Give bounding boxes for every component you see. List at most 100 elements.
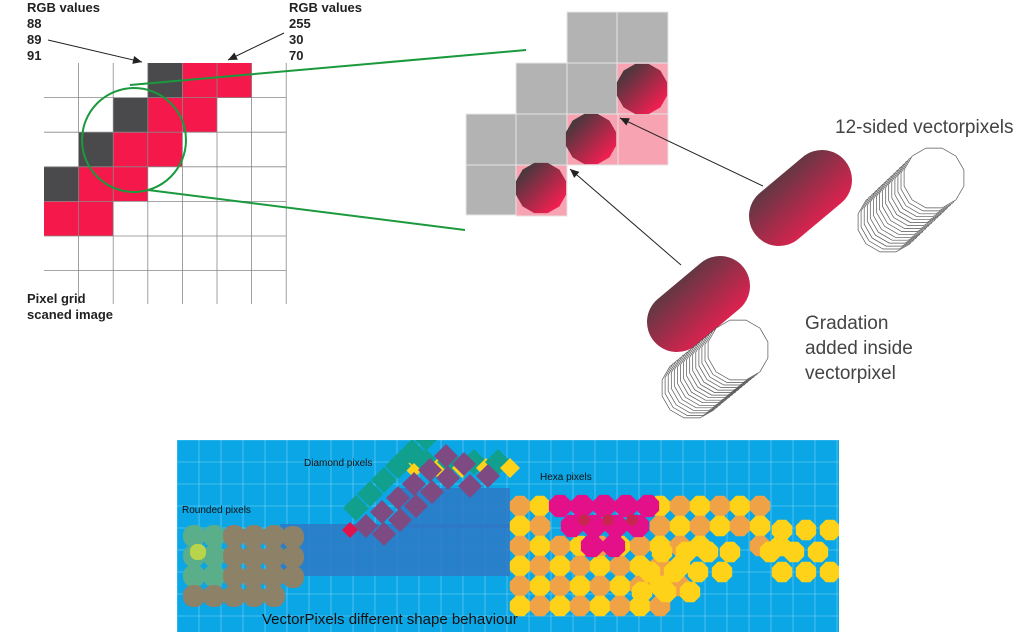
hexa-pixel — [651, 541, 673, 563]
dark-pixel — [113, 97, 148, 133]
hexa-pixel — [819, 519, 839, 541]
hexa-pixel — [529, 495, 551, 517]
diamond-pixel — [385, 453, 411, 479]
hexa-pixel — [549, 595, 571, 617]
hexa-pixel — [592, 494, 616, 518]
hexa-pixel — [687, 561, 709, 583]
blue-band — [280, 524, 510, 576]
hexa-pixel — [626, 514, 638, 526]
hexa-pixel — [795, 519, 817, 541]
hexa-pixel — [609, 595, 631, 617]
hexa-pixel — [549, 555, 571, 577]
rounded-pixel — [223, 545, 245, 567]
red-pixel — [44, 201, 79, 236]
hexa-pixel — [549, 535, 571, 557]
gradient-vectorpixel — [565, 113, 617, 165]
hexa-pixel — [669, 515, 691, 537]
hexa-pixel — [609, 555, 631, 577]
hexa-pixel — [771, 561, 793, 583]
hexa-pixel — [689, 515, 711, 537]
hexa-pixel — [602, 534, 626, 558]
hexa-pixel — [783, 541, 805, 563]
hexa-pixel — [697, 541, 719, 563]
diamond-pixel — [371, 467, 397, 493]
hexa-pixel — [709, 495, 731, 517]
diamond-pixel — [476, 464, 500, 488]
hexa-pixel — [529, 515, 551, 537]
gradient-pill — [748, 150, 852, 247]
zoomed-pixels — [465, 11, 669, 217]
hexa-pixel — [589, 595, 611, 617]
dark-pixel — [78, 132, 114, 167]
hexa-pixel — [548, 494, 572, 518]
hexa-pixel — [759, 541, 781, 563]
hexa-pixel — [589, 555, 611, 577]
hexa-pixel — [675, 541, 697, 563]
vectorpixel-pills — [647, 147, 965, 419]
pointer-arrow-head — [620, 118, 630, 126]
hexa-pixel — [749, 495, 771, 517]
hexa-pixel — [689, 495, 711, 517]
hexa-pixel — [570, 494, 594, 518]
zoom-line — [147, 189, 466, 231]
rgb-left-arrow-head — [132, 56, 142, 64]
hexa-pixel — [709, 515, 731, 537]
pointer-arrow — [619, 117, 764, 187]
diamond-pixel — [434, 444, 458, 468]
wireframe-vectorpixel-stack — [903, 147, 965, 209]
rounded-pixel — [203, 585, 225, 607]
hexa-pixel — [711, 561, 733, 583]
gradient-vectorpixel — [616, 63, 668, 115]
rgb-right-label: RGB values 255 30 70 — [289, 0, 362, 63]
rounded-pixel — [203, 565, 225, 587]
hexa-pixel — [569, 575, 591, 597]
hexa-pixel — [636, 494, 660, 518]
rgb-right-arrow — [227, 32, 285, 61]
hexa-pixel — [509, 595, 531, 617]
diamond-pixel — [436, 466, 460, 490]
red-pixel — [78, 201, 114, 236]
gray-pixel — [566, 11, 619, 64]
red-pixel — [147, 97, 183, 133]
twelve-sided-label: 12-sided vectorpixels — [835, 117, 1014, 138]
gradation-label: Gradation added inside vectorpixel — [805, 313, 913, 384]
shape-behaviour-panel — [177, 440, 839, 632]
diamond-pixel — [415, 440, 437, 451]
hexa-pixel — [529, 595, 551, 617]
hexa-pixel — [509, 495, 531, 517]
gray-pixel — [515, 62, 568, 115]
rounded-pixel — [223, 585, 245, 607]
hexa-pixels-label: Hexa pixels — [540, 472, 592, 483]
gray-pixel — [465, 164, 518, 216]
diamond-pixel — [343, 495, 369, 521]
rgb-left-label: RGB values 88 89 91 — [27, 0, 100, 63]
hexa-pixel — [589, 575, 611, 597]
red-pixel — [217, 63, 252, 98]
rounded-pixel — [242, 546, 264, 568]
diamond-pixel — [402, 472, 426, 496]
hexa-pixel — [649, 515, 671, 537]
red-pixel — [147, 132, 183, 167]
hexa-pixel — [529, 535, 551, 557]
diamond-pixel — [342, 522, 358, 538]
hexa-pixel — [639, 561, 661, 583]
hexa-pixel — [609, 575, 631, 597]
pixel-grid-label: Pixel grid scaned image — [27, 291, 113, 322]
diamond-pixel — [388, 508, 412, 532]
hexa-pixel — [795, 561, 817, 583]
hexa-pixel — [569, 595, 591, 617]
rgb-right-arrow-head — [228, 52, 238, 60]
red-pixel — [113, 166, 148, 202]
gray-pixel — [515, 113, 568, 166]
rounded-pixel — [282, 526, 304, 548]
rounded-pixel — [262, 546, 284, 568]
pixel-grid — [44, 63, 287, 304]
hexa-pixel — [569, 555, 591, 577]
diamond-pixel — [386, 486, 410, 510]
hexa-pixel — [719, 541, 741, 563]
wireframe-vectorpixel-stack — [707, 319, 769, 381]
rounded-pixel — [262, 526, 284, 548]
rounded-pixel — [203, 545, 225, 567]
zoom-line — [129, 49, 527, 86]
zoom-circle — [81, 87, 187, 193]
